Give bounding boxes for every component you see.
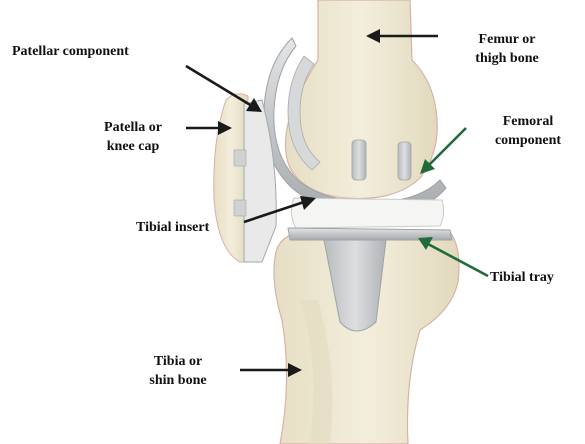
femoral-peg [398,142,411,180]
label-patella-line1: Patella or [84,118,182,137]
label-femur-line2: thigh bone [452,49,562,68]
tibial-insert-shape [291,198,443,228]
label-tibia-line1: Tibia or [124,352,232,371]
label-tibia: Tibia or shin bone [124,352,232,390]
label-femur-line1: Femur or [452,30,562,49]
patella-bone [214,94,248,262]
label-femoral-component-line1: Femoral [476,112,580,131]
label-femoral-component: Femoral component [476,112,580,150]
label-tibial-tray: Tibial tray [490,268,554,287]
patellar-peg [234,200,246,216]
patellar-peg [234,150,246,166]
label-femur: Femur or thigh bone [452,30,562,68]
label-tibial-insert: Tibial insert [136,218,209,237]
label-patellar-component: Patellar component [12,42,129,61]
label-patella: Patella or knee cap [84,118,182,156]
label-tibia-line2: shin bone [124,371,232,390]
femoral-peg [352,140,366,180]
label-patella-line2: knee cap [84,137,182,156]
label-femoral-component-line2: component [476,131,580,150]
